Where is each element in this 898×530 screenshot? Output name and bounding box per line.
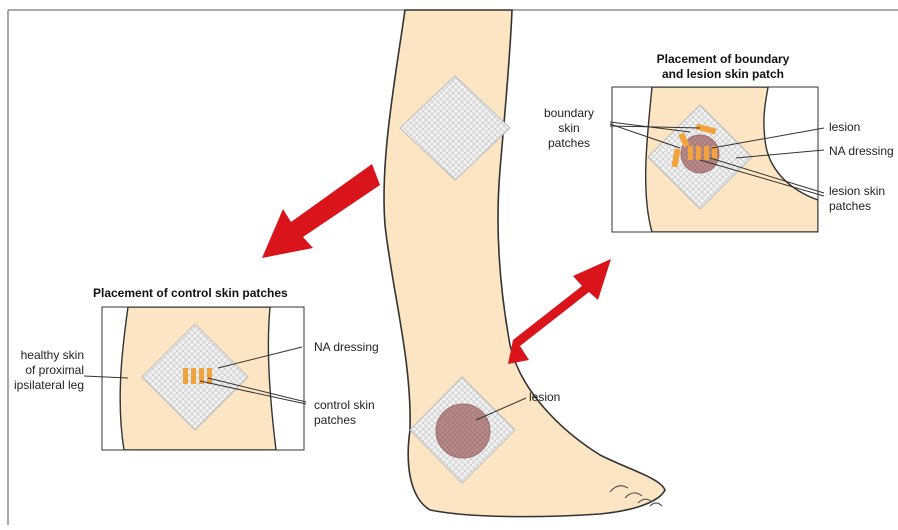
lesion-patches-label-2: patches: [829, 199, 871, 213]
boundary-label-3: patches: [548, 136, 590, 150]
lesion-patches-label-1: lesion skin: [829, 184, 885, 198]
leg-lesion-label: lesion: [529, 390, 560, 404]
control-panel-title: Placement of control skin patches: [93, 286, 288, 300]
healthy-skin-label-2: of proximal: [25, 363, 84, 377]
arrow-to-lesion-panel: [508, 259, 611, 364]
boundary-label-2: skin: [558, 121, 579, 135]
healthy-skin-label-1: healthy skin: [21, 348, 84, 362]
arrow-to-control-panel: [262, 164, 380, 258]
control-patches-label-2: patches: [314, 413, 356, 427]
lesion-label: lesion: [829, 120, 860, 134]
lesion-na-dressing-label: NA dressing: [829, 144, 894, 158]
control-panel: Placement of control skin patches health…: [14, 286, 379, 450]
lesion-panel-title-2: and lesion skin patch: [662, 67, 784, 81]
leg-illustration: lesion: [384, 10, 665, 517]
control-patches-label-1: control skin: [314, 398, 375, 412]
control-na-dressing-label: NA dressing: [314, 340, 379, 354]
lesion-panel: Placement of boundary and lesion skin pa…: [544, 52, 894, 232]
lesion-panel-title-1: Placement of boundary: [657, 52, 790, 66]
leg-lesion: [436, 404, 490, 458]
boundary-label-1: boundary: [544, 106, 594, 120]
healthy-skin-label-3: ipsilateral leg: [14, 378, 84, 392]
